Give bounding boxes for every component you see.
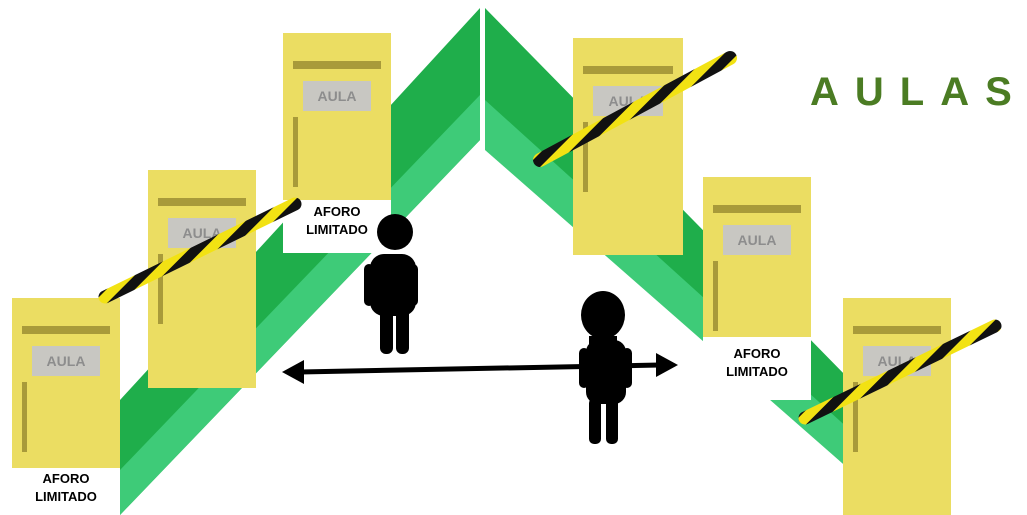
door-sign: AULA	[723, 225, 791, 255]
door-handle	[583, 122, 588, 192]
woman-figure-icon	[579, 291, 632, 444]
door-5: AULA	[703, 177, 811, 337]
door-handle	[293, 117, 298, 187]
door-handle	[853, 382, 858, 452]
man-figure-icon	[364, 214, 418, 354]
door-lintel	[293, 61, 381, 69]
door-3: AULA	[283, 33, 391, 218]
capacity-label-1: AFORO LIMITADO	[12, 468, 120, 515]
capacity-line-1: AFORO	[733, 346, 781, 361]
capacity-label-3: AFORO LIMITADO	[703, 337, 811, 400]
door-lintel	[853, 326, 941, 334]
capacity-label-2: AFORO LIMITADO	[283, 200, 391, 253]
door-sign: AULA	[32, 346, 100, 376]
door-4: AULA	[573, 38, 683, 255]
door-handle	[158, 254, 163, 324]
barrier-icon	[798, 319, 1002, 425]
door-lintel	[583, 66, 673, 74]
capacity-line-2: LIMITADO	[726, 364, 788, 379]
door-handle	[22, 382, 27, 452]
door-lintel	[22, 326, 110, 334]
page-title: AULAS	[810, 70, 1027, 114]
barrier-icon	[98, 197, 302, 304]
door-lintel	[158, 198, 246, 206]
door-sign: AULA	[303, 81, 371, 111]
door-lintel	[713, 205, 801, 213]
door-6: AULA	[843, 298, 951, 515]
capacity-line-1: AFORO	[42, 471, 90, 486]
barrier-icon	[533, 51, 737, 167]
capacity-line-2: LIMITADO	[306, 222, 368, 237]
door-handle	[713, 261, 718, 331]
capacity-line-2: LIMITADO	[35, 489, 97, 504]
capacity-line-1: AFORO	[313, 204, 361, 219]
